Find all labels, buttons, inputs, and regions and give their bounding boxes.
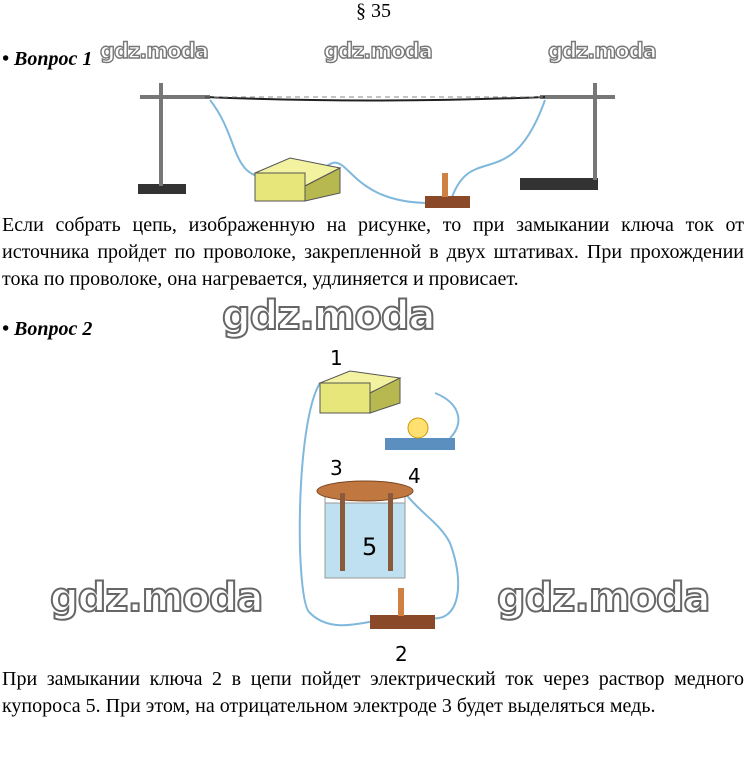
watermark: gdz.moda [49, 574, 265, 622]
section-number: § 35 [356, 0, 391, 22]
question-2-answer: При замыкании ключа 2 в цепи пойдет элек… [2, 668, 744, 717]
figure-wire-heating-circuit [138, 83, 615, 208]
watermark: gdz.moda [547, 38, 657, 63]
connecting-wires [298, 382, 460, 627]
watermark: gdz.moda [99, 38, 209, 63]
figure-label-1: 1 [330, 346, 343, 370]
figure-electrolysis-circuit: 1 2 3 4 5 [298, 346, 460, 663]
switch [425, 173, 470, 208]
lamp [385, 417, 455, 450]
figure-label-3: 3 [330, 456, 343, 480]
watermark: gdz.moda [221, 292, 437, 340]
figure-label-2: 2 [395, 642, 408, 663]
question-1-label: • Вопрос 1 [2, 48, 93, 70]
question-1-answer: Если собрать цепь, изображенную на рисун… [2, 214, 744, 290]
current-source [253, 157, 342, 202]
watermark: gdz.moda [323, 38, 433, 63]
watermark: gdz.moda [496, 574, 712, 622]
figure-label-5: 5 [362, 533, 377, 561]
figure-label-4: 4 [408, 464, 421, 488]
right-stand [520, 83, 615, 190]
left-stand [138, 83, 210, 194]
current-source [318, 370, 402, 414]
electrolysis-vessel [316, 480, 414, 579]
switch [370, 588, 435, 629]
question-2-label: • Вопрос 2 [2, 318, 93, 340]
heated-wire [204, 96, 546, 102]
